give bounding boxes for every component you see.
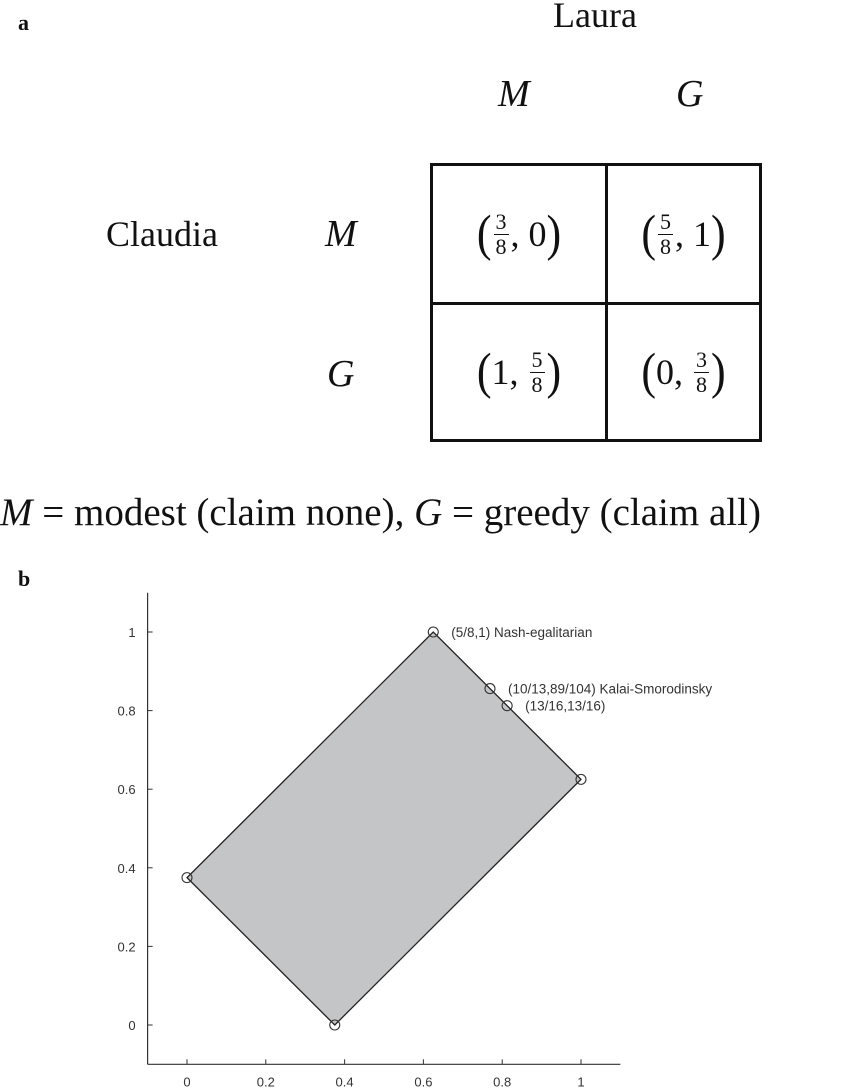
mm-a-den: 8 xyxy=(493,233,509,259)
gg-b-den: 8 xyxy=(694,371,709,397)
x-tick-label: 0.8 xyxy=(493,1074,511,1089)
gm-a: 1 xyxy=(491,352,510,392)
y-tick-label: 0.2 xyxy=(118,939,136,954)
x-tick-label: 0.2 xyxy=(257,1074,275,1089)
mg-a-num: 5 xyxy=(660,208,671,234)
gm-b-num: 5 xyxy=(531,346,543,372)
data-point-marker xyxy=(329,1019,341,1031)
x-tick-label: 0.4 xyxy=(336,1074,354,1089)
data-point-label: (13/16,13/16) xyxy=(525,699,605,714)
data-point-marker xyxy=(484,683,496,695)
gg-b-num: 3 xyxy=(696,346,707,372)
column-player-name: Laura xyxy=(553,0,637,35)
caption-m-symbol: M xyxy=(0,491,33,534)
data-point-marker xyxy=(181,872,193,884)
row-strategy-g: G xyxy=(327,353,355,395)
caption-g-text: = greedy (claim all) xyxy=(442,491,761,534)
caption-g-symbol: G xyxy=(414,491,443,534)
payoff-region-chart: 0 0.2 0.4 0.6 0.8 1 0 0.2 0.4 0.6 0.8 1 (5/8,1) Nash… xyxy=(118,592,712,1089)
panel-a-label: a xyxy=(18,10,29,35)
caption-m-text: = modest (claim none), xyxy=(32,491,415,534)
col-strategy-m: M xyxy=(498,73,530,115)
y-tick-label: 0.8 xyxy=(118,704,136,719)
mg-b: 1 xyxy=(693,214,711,254)
panel-b-label: b xyxy=(18,566,31,591)
x-tick-label: 0.6 xyxy=(414,1074,432,1089)
x-tick-label: 0 xyxy=(183,1074,190,1089)
data-point-label: (5/8,1) Nash-egalitarian xyxy=(451,625,592,640)
mm-a-num: 3 xyxy=(495,208,507,234)
row-player-name: Claudia xyxy=(106,214,218,254)
x-tick-label: 1 xyxy=(577,1074,584,1089)
payoff-region xyxy=(186,631,582,1026)
y-tick-label: 0.4 xyxy=(118,861,136,876)
gm-b-den: 8 xyxy=(529,371,545,397)
y-tick-label: 1 xyxy=(128,625,135,640)
row-strategy-m: M xyxy=(325,213,357,255)
y-tick-label: 0 xyxy=(128,1018,135,1033)
data-point-marker xyxy=(575,773,587,785)
data-point-marker xyxy=(427,626,439,638)
mg-a-den: 8 xyxy=(658,233,673,259)
data-point-marker xyxy=(501,700,513,712)
data-point-label: (10/13,89/104) Kalai-Smorodinsky xyxy=(508,682,712,697)
gg-a: 0 xyxy=(656,352,674,392)
matrix-horizontal-divider xyxy=(430,302,762,305)
y-tick-label: 0.6 xyxy=(118,782,136,797)
mm-b: 0 xyxy=(528,214,547,254)
col-strategy-g: G xyxy=(676,73,704,115)
strategy-caption: M = modest (claim none), G = greedy (cla… xyxy=(0,490,761,535)
